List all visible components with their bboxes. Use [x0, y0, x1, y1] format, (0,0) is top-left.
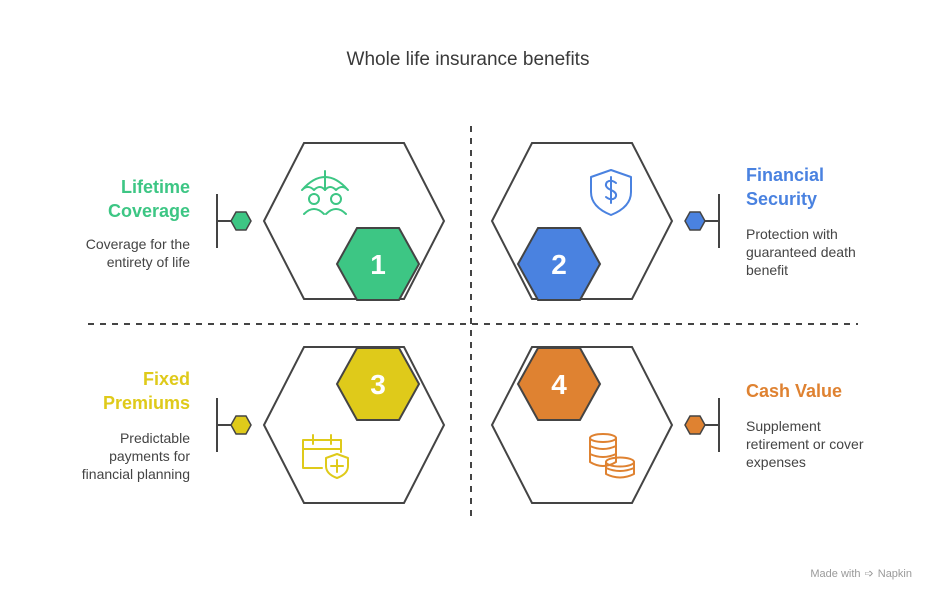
hexagon-outline-4: [490, 346, 674, 504]
heading-lifetime-coverage: Lifetime Coverage: [10, 175, 190, 223]
heading-4-line-1: Cash Value: [746, 381, 843, 401]
heading-financial-security: Financial Security: [746, 163, 916, 211]
diagram-title: Whole life insurance benefits: [346, 49, 590, 70]
heading-3-line-1: Fixed: [142, 369, 190, 389]
heading-1-line-1: Lifetime: [120, 177, 190, 197]
hexagon-outline-2: [490, 142, 674, 300]
heading-3-line-2: Premiums: [102, 393, 190, 413]
heading-1-line-2: Coverage: [107, 201, 190, 221]
heading-2-line-2: Security: [746, 189, 818, 209]
desc-1-line-2: entirety of life: [106, 254, 190, 270]
coin-stack-icon: [589, 433, 635, 479]
number-label-2: 2: [551, 249, 567, 280]
number-hexagon-4: [516, 347, 602, 421]
number-label-3: 3: [370, 369, 386, 400]
description-financial-security: Protection with guaranteed death benefit: [746, 225, 916, 279]
description-lifetime-coverage: Coverage for the entirety of life: [10, 235, 190, 271]
desc-4-line-3: expenses: [746, 454, 806, 470]
made-with-napkin-footer[interactable]: Made with ➩ Napkin: [810, 567, 912, 581]
desc-3-line-3: financial planning: [81, 466, 190, 482]
calendar-shield-icon: [302, 434, 349, 479]
desc-3-line-2: payments for: [109, 448, 190, 464]
number-hexagon-3: [335, 347, 421, 421]
made-with-label: Made with: [810, 567, 861, 580]
number-hexagon-1: [335, 227, 421, 301]
desc-1-line-1: Coverage for the: [85, 236, 190, 252]
connector-3: [216, 398, 252, 452]
heading-fixed-premiums: Fixed Premiums: [10, 367, 190, 415]
heading-2-line-1: Financial: [746, 165, 825, 185]
desc-3-line-1: Predictable: [119, 430, 190, 446]
desc-2-line-1: Protection with: [746, 226, 838, 242]
desc-2-line-2: guaranteed death: [746, 244, 856, 260]
napkin-brand-label: Napkin: [877, 567, 912, 580]
hexagon-outline-3: [262, 346, 446, 504]
number-hexagon-2: [516, 227, 602, 301]
connector-2: [684, 194, 720, 248]
connector-1: [216, 194, 252, 248]
napkin-logo-icon: ➩: [864, 568, 874, 580]
connector-4: [684, 398, 720, 452]
description-fixed-premiums: Predictable payments for financial plann…: [10, 429, 190, 483]
desc-2-line-3: benefit: [746, 262, 789, 278]
shield-dollar-icon: [590, 169, 632, 216]
desc-4-line-1: Supplement: [746, 418, 821, 434]
hexagon-outline-1: [262, 142, 446, 300]
number-label-4: 4: [551, 369, 567, 400]
number-label-1: 1: [370, 249, 386, 280]
desc-4-line-2: retirement or cover: [746, 436, 864, 452]
umbrella-family-icon: [301, 170, 349, 215]
description-cash-value: Supplement retirement or cover expenses: [746, 417, 916, 471]
heading-cash-value: Cash Value: [746, 379, 916, 403]
